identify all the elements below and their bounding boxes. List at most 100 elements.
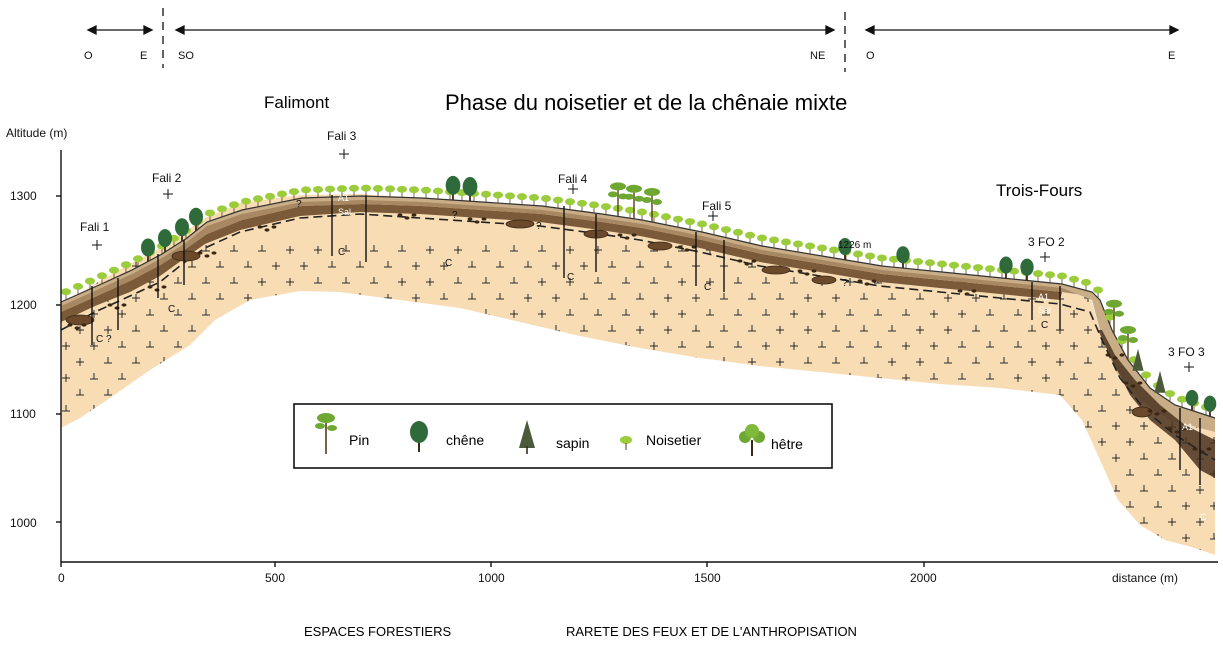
substrate-t-mark: [692, 389, 700, 396]
hazel-shrub: [985, 265, 995, 277]
pebble-lens: [171, 250, 201, 262]
y-tick-label: 1300: [10, 189, 37, 203]
site-label-fali4: Fali 4: [558, 172, 588, 186]
substrate-plus-mark: [76, 486, 84, 494]
substrate-t-mark: [132, 389, 140, 396]
substrate-t-mark: [902, 405, 910, 412]
substrate-plus-mark: [174, 406, 182, 414]
legend-label-sapin: sapin: [556, 435, 589, 451]
pebble-dot: [1206, 447, 1212, 451]
substrate-t-mark: [804, 357, 812, 364]
substrate-t-mark: [678, 341, 686, 348]
pebble-dot: [1181, 427, 1187, 431]
substrate-t-mark: [468, 325, 476, 332]
orientation-right-west: O: [866, 50, 875, 62]
substrate-t-mark: [440, 293, 448, 300]
substrate-t-mark: [594, 469, 602, 476]
substrate-t-mark: [1168, 453, 1176, 460]
substrate-t-mark: [328, 325, 336, 332]
pebble-dot: [467, 217, 473, 221]
horizon-sal: Sal: [338, 207, 351, 217]
oak-tree: [896, 246, 910, 269]
substrate-plus-mark: [860, 422, 868, 430]
substrate-t-mark: [258, 341, 266, 348]
substrate-t-mark: [314, 309, 322, 316]
substrate-t-mark: [860, 357, 868, 364]
substrate-t-mark: [1210, 277, 1215, 284]
substrate-plus-mark: [958, 310, 966, 318]
substrate-t-mark: [678, 533, 686, 540]
site-label-fo3: 3 FO 3: [1168, 345, 1205, 359]
substrate-plus-mark: [216, 486, 224, 494]
substrate-t-mark: [314, 501, 322, 508]
substrate-t-mark: [664, 357, 672, 364]
substrate-plus-mark: [1210, 342, 1215, 350]
hazel-shrub: [313, 185, 323, 198]
substrate-t-mark: [216, 549, 224, 555]
substrate-plus-mark: [748, 358, 756, 366]
substrate-t-mark: [1000, 453, 1008, 460]
substrate-plus-mark: [328, 550, 336, 555]
substrate-t-mark: [356, 549, 364, 555]
substrate-t-mark: [1126, 469, 1134, 476]
substrate-t-mark: [356, 389, 364, 396]
substrate-t-mark: [1154, 501, 1162, 508]
pebble-dot: [1119, 353, 1125, 357]
substrate-t-mark: [1182, 469, 1190, 476]
substrate-plus-mark: [538, 310, 546, 318]
substrate-t-mark: [986, 533, 994, 540]
substrate-plus-mark: [832, 454, 840, 462]
substrate-t-mark: [888, 421, 896, 428]
substrate-plus-mark: [482, 374, 490, 382]
hazel-shrub: [493, 191, 503, 204]
substrate-t-mark: [888, 325, 896, 332]
substrate-plus-mark: [356, 326, 364, 334]
substrate-plus-mark: [622, 502, 630, 510]
substrate-t-mark: [440, 517, 448, 524]
substrate-t-mark: [286, 373, 294, 380]
orientation-labels: O E SO NE O E: [84, 50, 1175, 62]
hazel-shrub: [1177, 395, 1187, 408]
pebble-dot: [204, 254, 210, 258]
substrate-plus-mark: [272, 454, 280, 462]
substrate-plus-mark: [496, 358, 504, 366]
substrate-t-mark: [846, 341, 854, 348]
pebble-dot: [257, 225, 263, 229]
pebble-dot: [871, 279, 877, 283]
site-crosses: [92, 149, 1194, 372]
substrate-t-mark: [454, 309, 462, 316]
substrate-plus-mark: [790, 342, 798, 350]
substrate-t-mark: [426, 533, 434, 540]
substrate-plus-mark: [944, 326, 952, 334]
pebble-dot: [1192, 447, 1198, 451]
substrate-plus-mark: [342, 534, 350, 542]
substrate-plus-mark: [902, 534, 910, 542]
hazel-shrub: [721, 226, 731, 238]
substrate-plus-mark: [1140, 422, 1148, 430]
site-cross-fali3: [339, 149, 349, 159]
substrate-t-mark: [1112, 517, 1120, 524]
pebble-dot: [964, 292, 970, 296]
oak-tree: [189, 207, 203, 231]
substrate-plus-mark: [468, 518, 476, 526]
substrate-t-mark: [552, 549, 560, 555]
substrate-plus-mark: [958, 470, 966, 478]
substrate-t-mark: [664, 549, 672, 555]
substrate-t-mark: [888, 485, 896, 492]
substrate-t-mark: [552, 389, 560, 396]
substrate-t-mark: [160, 517, 168, 524]
substrate-plus-mark: [216, 518, 224, 526]
substrate-t-mark: [566, 341, 574, 348]
substrate-t-mark: [1196, 261, 1204, 268]
substrate-t-mark: [426, 341, 434, 348]
substrate-t-mark: [1000, 485, 1008, 492]
substrate-plus-mark: [762, 502, 770, 510]
substrate-t-mark: [552, 357, 560, 364]
hazel-shrub: [229, 201, 239, 213]
pebble-lens: [761, 265, 791, 275]
substrate-plus-mark: [244, 486, 252, 494]
substrate-t-mark: [314, 341, 322, 348]
substrate-plus-mark: [1070, 470, 1078, 478]
substrate-plus-mark: [272, 422, 280, 430]
substrate-t-mark: [202, 309, 210, 316]
